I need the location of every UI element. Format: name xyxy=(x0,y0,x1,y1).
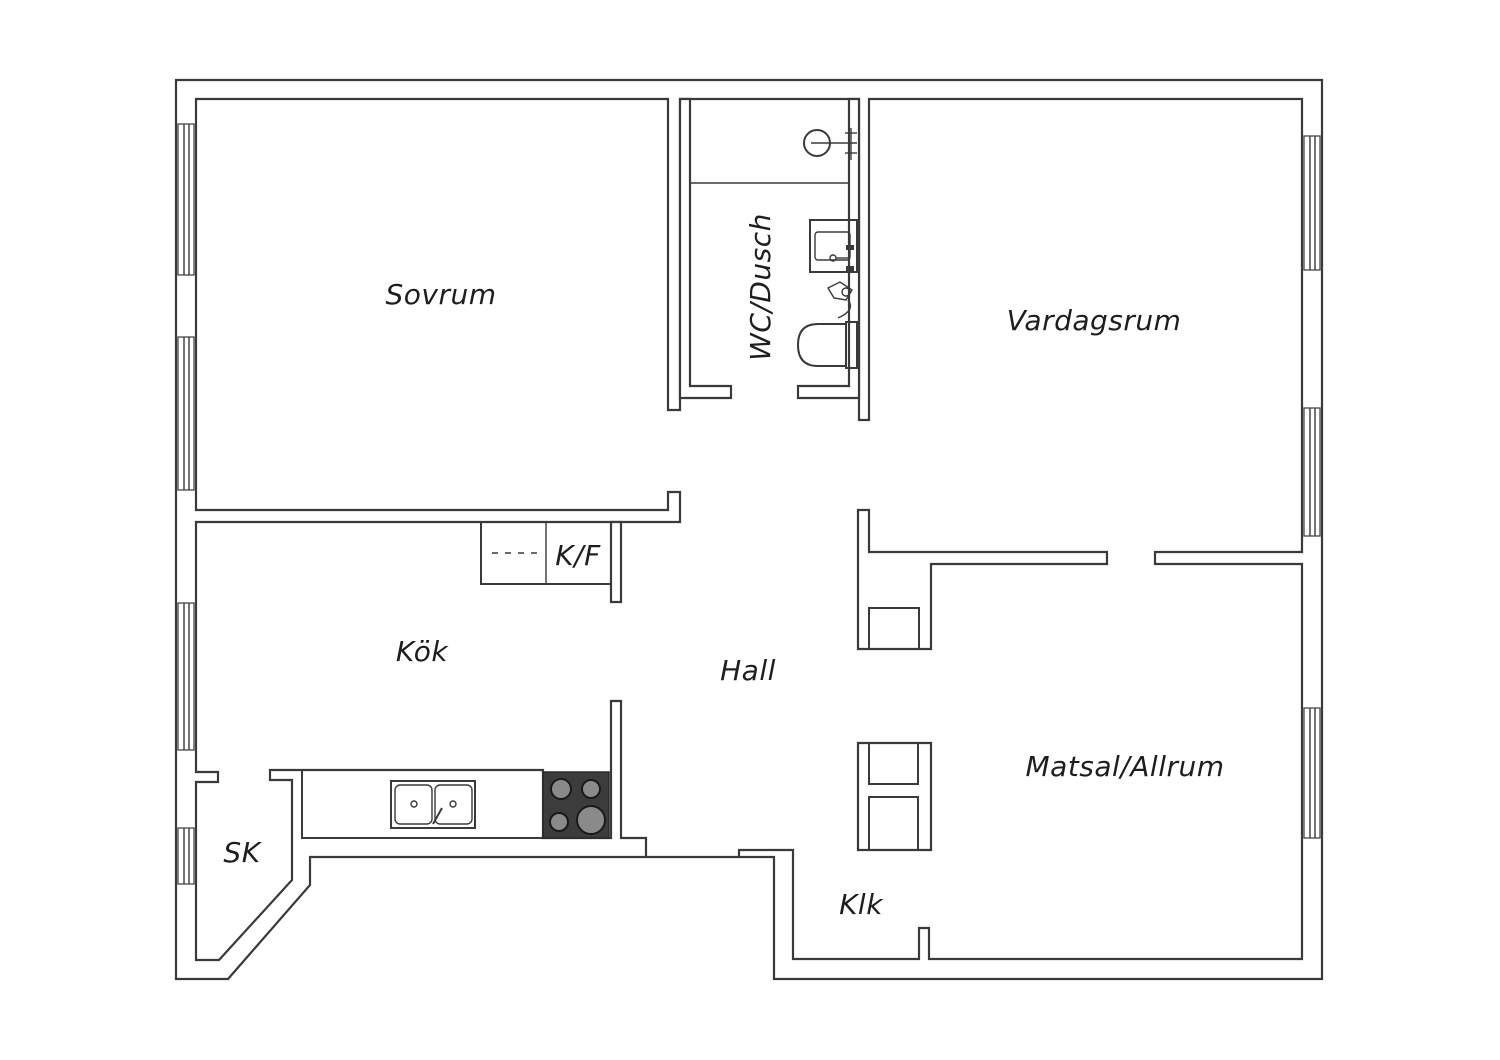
hall-wall xyxy=(856,508,1109,651)
outer-wall xyxy=(174,78,1324,981)
window xyxy=(177,602,195,751)
room-label-matsal: Matsal/Allrum xyxy=(1026,750,1225,783)
stove-burner xyxy=(576,805,606,835)
window xyxy=(177,123,195,276)
room-label-kf: K/F xyxy=(555,539,601,572)
room-label-sovrum: Sovrum xyxy=(385,278,496,311)
wardrobe-lower xyxy=(868,796,919,851)
sink-bowl-right xyxy=(434,784,473,825)
bidet-shower xyxy=(827,281,853,319)
closet-upper xyxy=(868,607,920,650)
toilet xyxy=(796,321,858,369)
room-label-kok: Kök xyxy=(396,635,449,668)
room-label-vardagsrum: Vardagsrum xyxy=(1007,304,1182,337)
sink-faucet xyxy=(432,807,443,825)
stove-burner xyxy=(581,779,601,799)
shower-fixture xyxy=(803,128,857,160)
window xyxy=(1303,407,1321,537)
room-label-sk: SK xyxy=(223,836,262,869)
room-label-wc-dusch: WC/Dusch xyxy=(744,213,777,361)
window xyxy=(1303,707,1321,839)
window xyxy=(177,336,195,491)
bathroom-wall-left xyxy=(678,97,733,400)
wardrobe-upper xyxy=(868,742,919,785)
stove-burner xyxy=(550,778,572,800)
washbasin xyxy=(809,219,858,273)
stove-burner xyxy=(549,812,569,832)
window xyxy=(1303,135,1321,271)
sink-bowl-left xyxy=(394,784,433,825)
room-label-klk: Klk xyxy=(839,888,884,921)
kitchen-sink xyxy=(390,780,476,829)
window xyxy=(177,827,195,885)
room-label-hall: Hall xyxy=(720,654,776,687)
drain-right xyxy=(449,800,457,808)
drain-left xyxy=(410,800,418,808)
kitchen-fridge-wall xyxy=(609,520,623,604)
